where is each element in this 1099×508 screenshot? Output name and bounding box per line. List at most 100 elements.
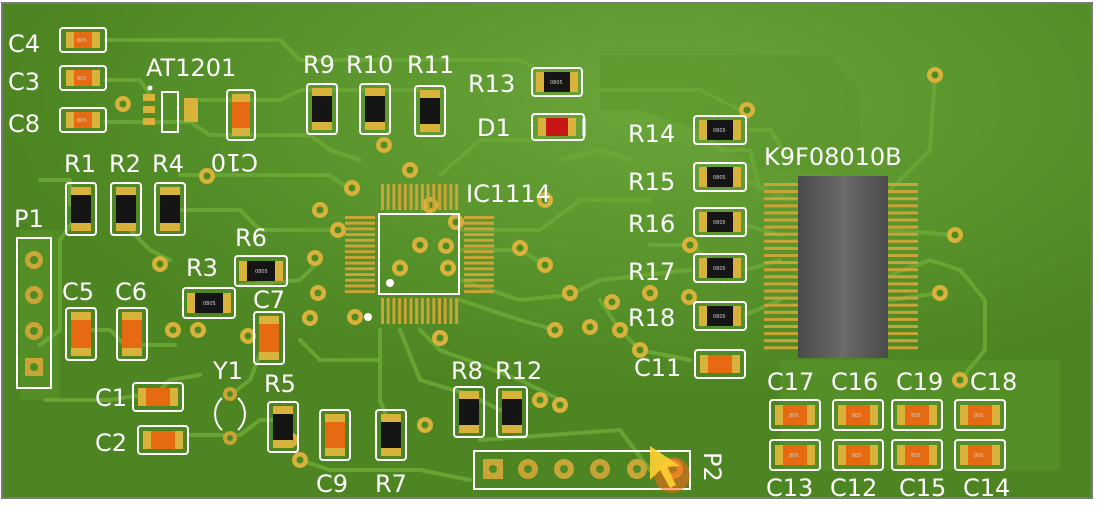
res-r9[interactable]	[306, 83, 338, 135]
resistor-r14-r18[interactable]: 0805	[693, 253, 747, 283]
k9f08010b-pin-right	[888, 289, 918, 293]
res-r13[interactable]: 0805	[531, 67, 583, 97]
res-r7[interactable]	[375, 409, 407, 461]
cap-grid-item[interactable]: 805	[769, 399, 821, 431]
k9f08010b-pin-left	[764, 218, 798, 222]
res-r3[interactable]: 0805	[182, 287, 236, 319]
ic1114-pin-bottom	[449, 298, 453, 324]
ic1114-pin-right	[464, 278, 494, 282]
ic1114-pin-bottom	[443, 298, 447, 324]
k9f08010b-pin-right	[888, 282, 918, 286]
ic1114-pin-top	[398, 184, 402, 210]
label-r3: R3	[186, 254, 218, 282]
resistor-r14-r18[interactable]: 0805	[693, 207, 747, 237]
cap-c5[interactable]	[65, 307, 97, 361]
label-r7: R7	[375, 470, 407, 498]
k9f08010b-pin-right	[888, 339, 918, 343]
res-r1[interactable]	[65, 182, 97, 236]
resistor-r14-r18[interactable]: 0805	[693, 162, 747, 192]
ic1114-pin-top	[403, 184, 407, 210]
crystal-y1[interactable]	[214, 387, 246, 445]
ic1114-pin-top	[415, 184, 419, 210]
label-c16: C16	[831, 368, 878, 396]
ic1114-pin-top	[386, 184, 390, 210]
res-r8[interactable]	[453, 386, 485, 438]
via	[152, 256, 168, 272]
cap-c3[interactable]: 805	[59, 65, 107, 91]
label-r12: R12	[495, 357, 542, 385]
res-r11[interactable]	[414, 85, 446, 137]
cap-c4[interactable]: 805	[59, 27, 107, 53]
k9f08010b-pin-left	[764, 325, 798, 328]
res-r4[interactable]	[154, 182, 186, 236]
label-c14: C14	[963, 474, 1010, 502]
k9f08010b-pin-left	[764, 310, 798, 314]
label-r16: R16	[628, 210, 675, 238]
resistor-column: 0805 0805 0805 0805 0805	[693, 115, 747, 331]
cap-c7[interactable]	[253, 311, 285, 365]
cap-c8[interactable]: 805	[59, 107, 107, 133]
ic1114-pin-right	[464, 290, 494, 294]
via	[115, 96, 131, 112]
ic1114-pin-right	[464, 261, 494, 265]
cap-c6[interactable]	[116, 307, 148, 361]
cap-c2[interactable]	[137, 425, 189, 455]
res-r6[interactable]: 0805	[234, 255, 288, 287]
svg-text:0805: 0805	[713, 220, 726, 226]
via	[537, 257, 553, 273]
header-p2[interactable]	[473, 450, 691, 490]
via	[512, 240, 528, 256]
resistor-r14-r18[interactable]: 0805	[693, 115, 747, 145]
cap-grid-item[interactable]: 805	[832, 439, 884, 471]
via	[927, 67, 943, 83]
cap-c10[interactable]	[226, 89, 256, 141]
label-c2: C2	[95, 429, 127, 457]
via	[562, 285, 578, 301]
label-r1: R1	[64, 150, 96, 178]
cap-grid-item[interactable]: 805	[891, 399, 943, 431]
label-c11: C11	[634, 354, 681, 382]
res-r10[interactable]	[359, 83, 391, 135]
label-r8: R8	[451, 357, 483, 385]
via	[440, 260, 456, 276]
chip-at1201[interactable]	[143, 85, 198, 133]
resistor-r14-r18[interactable]: 0805	[693, 301, 747, 331]
res-r12[interactable]	[496, 386, 528, 438]
ic1114-pin-right	[464, 267, 494, 271]
via	[682, 237, 698, 253]
cap-grid-item[interactable]: 805	[891, 439, 943, 471]
label-r6: R6	[235, 224, 267, 252]
label-c18: C18	[970, 368, 1017, 396]
header-p1[interactable]	[16, 237, 52, 389]
cap-grid-item[interactable]: 805	[954, 439, 1006, 471]
label-c12: C12	[830, 474, 877, 502]
via	[448, 214, 464, 230]
label-c4: C4	[8, 30, 40, 58]
k9f08010b-pin-right	[888, 296, 918, 300]
cap-c1[interactable]	[132, 382, 184, 412]
ic1114-pin-bottom	[455, 298, 459, 324]
ic1114-pin-left	[345, 261, 375, 265]
cap-c11[interactable]	[694, 349, 746, 379]
k9f08010b-pin-left	[764, 197, 798, 201]
res-r2[interactable]	[110, 182, 142, 236]
ic1114-qfp[interactable]	[345, 184, 494, 324]
via	[432, 330, 448, 346]
cap-grid-item[interactable]: 805	[954, 399, 1006, 431]
cap-grid-item[interactable]: 805	[769, 439, 821, 471]
svg-text:805: 805	[974, 413, 984, 419]
led-d1[interactable]	[531, 113, 586, 141]
k9f08010b-tsop[interactable]	[764, 176, 918, 358]
k9f08010b-pin-right	[888, 332, 918, 336]
ic1114-pin1-dot	[364, 313, 372, 321]
cap-grid-item[interactable]: 805	[832, 399, 884, 431]
ic1114-pin1-marker	[386, 279, 394, 287]
label-c5: C5	[62, 278, 94, 306]
res-r5[interactable]	[267, 401, 299, 453]
via	[376, 137, 392, 153]
k9f08010b-pin-left	[764, 232, 798, 236]
via	[347, 309, 363, 325]
ic1114-pin-top	[409, 184, 413, 210]
cap-c9[interactable]	[319, 409, 351, 461]
via	[165, 322, 181, 338]
